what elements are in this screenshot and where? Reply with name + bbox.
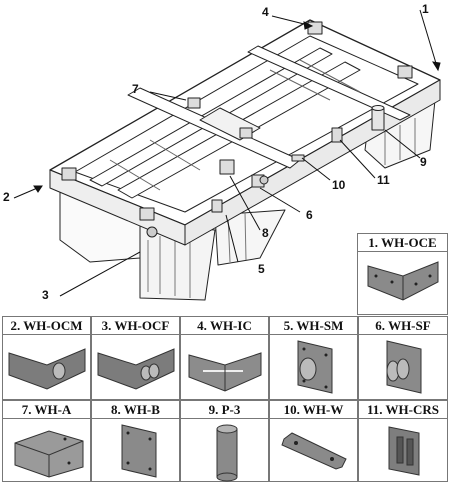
part-cell-wh-b: 8. WH-B [91, 400, 180, 482]
corner-bracket-female-icon [97, 348, 175, 390]
part-title: 7. WH-A [3, 401, 90, 419]
part-title: 1. WH-OCE [358, 234, 447, 252]
corner-bracket-icon [367, 261, 439, 301]
part-cell-wh-sm: 5. WH-SM [269, 316, 358, 400]
part-cell-wh-crs: 11. WH-CRS [358, 400, 448, 482]
straight-female-icon [386, 340, 422, 394]
part-title: 8. WH-B [92, 401, 179, 419]
callout-4: 4 [262, 5, 269, 19]
flat-plate-icon [121, 424, 157, 478]
part-cell-wh-oce: 1. WH-OCE [357, 233, 448, 315]
callout-1: 1 [422, 2, 429, 16]
part-title: 9. P-3 [181, 401, 268, 419]
part-cell-wh-a: 7. WH-A [2, 400, 91, 482]
callout-6: 6 [306, 208, 313, 222]
callout-11: 11 [377, 173, 390, 187]
part-cell-wh-ocm: 2. WH-OCM [2, 316, 91, 400]
part-title: 4. WH-IC [181, 317, 268, 335]
callout-2: 2 [3, 190, 10, 204]
callout-5: 5 [258, 262, 265, 276]
part-title: 10. WH-W [270, 401, 357, 419]
straight-male-icon [297, 340, 333, 394]
callout-8: 8 [262, 226, 269, 240]
wear-plate-icon [281, 432, 347, 470]
callout-9: 9 [420, 155, 427, 169]
part-title: 6. WH-SF [359, 317, 447, 335]
part-cell-wh-w: 10. WH-W [269, 400, 358, 482]
cross-bracket-icon [388, 426, 420, 476]
part-cell-wh-ic: 4. WH-IC [180, 316, 269, 400]
inside-corner-icon [188, 352, 262, 392]
angle-bracket-icon [14, 430, 84, 478]
pipe-icon [216, 424, 238, 482]
callout-3: 3 [42, 288, 49, 302]
part-title: 11. WH-CRS [359, 401, 447, 419]
callout-10: 10 [332, 178, 346, 192]
part-title: 5. WH-SM [270, 317, 357, 335]
callout-7: 7 [132, 82, 139, 96]
part-cell-wh-ocf: 3. WH-OCF [91, 316, 180, 400]
part-title: 3. WH-OCF [92, 317, 179, 335]
part-title: 2. WH-OCM [3, 317, 90, 335]
corner-bracket-male-icon [8, 348, 86, 390]
float-mid [214, 209, 286, 266]
part-cell-p-3: 9. P-3 [180, 400, 269, 482]
part-cell-wh-sf: 6. WH-SF [358, 316, 448, 400]
